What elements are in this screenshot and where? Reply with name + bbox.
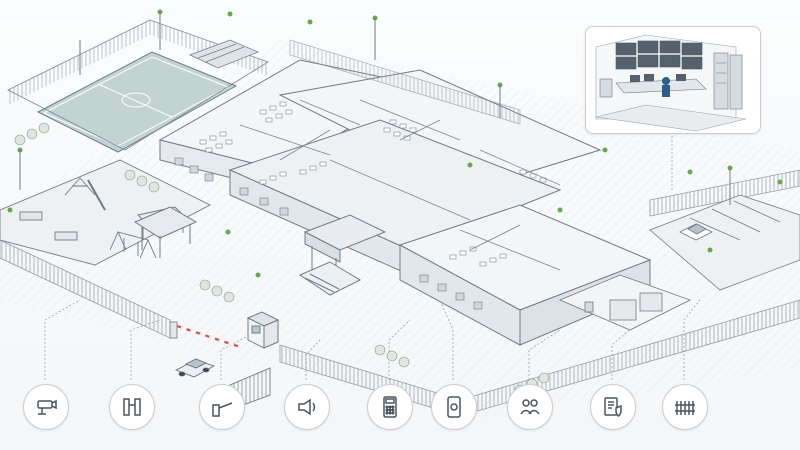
monitor-wall bbox=[615, 40, 703, 70]
turnstile-icon[interactable] bbox=[109, 384, 155, 430]
utility-room bbox=[558, 274, 692, 331]
building-windows bbox=[174, 157, 483, 310]
classroom-desks bbox=[199, 101, 547, 267]
camera-poles bbox=[19, 12, 731, 205]
bleachers bbox=[189, 39, 259, 69]
parking-lot bbox=[649, 194, 800, 291]
checklist-shield-icon[interactable] bbox=[590, 384, 636, 430]
boom-barrier-icon[interactable] bbox=[199, 384, 245, 430]
perimeter-fence bbox=[0, 39, 800, 417]
mobile-app-icon[interactable] bbox=[431, 384, 477, 430]
access-keypad-icon[interactable] bbox=[367, 384, 413, 430]
sensor-markers bbox=[7, 9, 783, 278]
fence-icon[interactable] bbox=[662, 384, 708, 430]
speaker-alarm-icon[interactable] bbox=[284, 384, 330, 430]
cctv-camera-icon[interactable] bbox=[23, 384, 69, 430]
main-entrance bbox=[298, 214, 387, 296]
main-building bbox=[158, 59, 652, 346]
control-room-inset bbox=[585, 26, 761, 134]
guard-booth bbox=[246, 311, 280, 349]
partition-walls bbox=[239, 99, 561, 271]
car-at-gate bbox=[175, 358, 215, 378]
visitor-management-icon[interactable] bbox=[507, 384, 553, 430]
pavilion bbox=[133, 206, 198, 258]
control-room-illustration bbox=[595, 34, 747, 132]
